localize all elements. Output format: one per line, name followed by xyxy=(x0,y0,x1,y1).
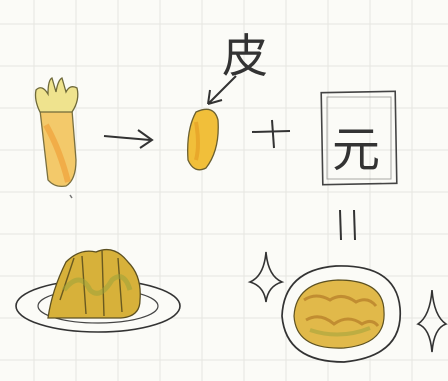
kanji-box xyxy=(320,90,398,186)
pointer-arrow xyxy=(207,75,237,105)
sparkle-icon xyxy=(247,251,285,303)
kanji-top: 皮 xyxy=(222,29,268,83)
corn-kernel-drawing xyxy=(187,108,219,171)
plate-with-corn-dish xyxy=(15,248,181,333)
bowl-with-corn-dish xyxy=(281,265,402,363)
plus-sign xyxy=(251,119,291,149)
equals-vertical xyxy=(339,209,356,241)
corn-cob-drawing xyxy=(34,77,79,199)
arrow-right xyxy=(103,129,154,149)
sparkle-icon-right xyxy=(416,289,448,353)
kanji-in-box: 元 xyxy=(332,122,380,178)
